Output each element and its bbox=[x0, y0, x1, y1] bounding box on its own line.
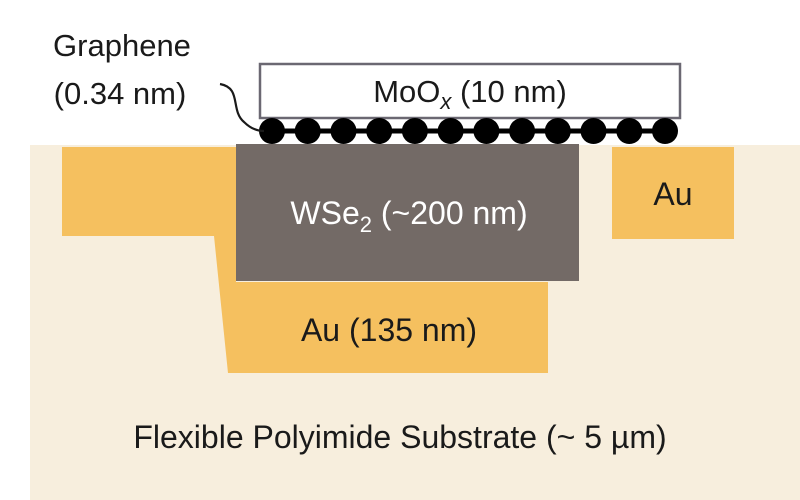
graphene-atom bbox=[366, 118, 393, 144]
graphene-atom bbox=[652, 118, 678, 144]
wse2-layer bbox=[236, 144, 579, 281]
substrate-label: Flexible Polyimide Substrate (~ 5 µm) bbox=[133, 419, 666, 455]
graphene-atom bbox=[401, 118, 428, 144]
graphene-layer bbox=[259, 118, 678, 144]
graphene-atom bbox=[437, 118, 464, 144]
moox-layer bbox=[258, 62, 682, 120]
graphene-atom bbox=[616, 118, 643, 144]
graphene-atoms bbox=[259, 118, 678, 144]
graphene-atom bbox=[544, 118, 571, 144]
moox-label: MoOx (10 nm) bbox=[373, 74, 567, 114]
graphene-atom bbox=[259, 118, 285, 144]
graphene-atom bbox=[294, 118, 321, 144]
wse2-label: WSe2 (~200 nm) bbox=[290, 195, 527, 237]
graphene-atom bbox=[580, 118, 607, 144]
graphene-atom bbox=[509, 118, 536, 144]
au-bottom-label: Au (135 nm) bbox=[301, 312, 477, 348]
graphene-atom bbox=[473, 118, 500, 144]
gold-right-electrode bbox=[612, 147, 734, 239]
graphene-atom bbox=[330, 118, 357, 144]
graphene-leader-line bbox=[219, 82, 265, 133]
gold-bottom-electrode bbox=[62, 147, 548, 373]
graphene-thickness-label: (0.34 nm) bbox=[54, 76, 187, 111]
au-right-label: Au bbox=[653, 176, 692, 212]
graphene-label: Graphene bbox=[53, 28, 191, 63]
